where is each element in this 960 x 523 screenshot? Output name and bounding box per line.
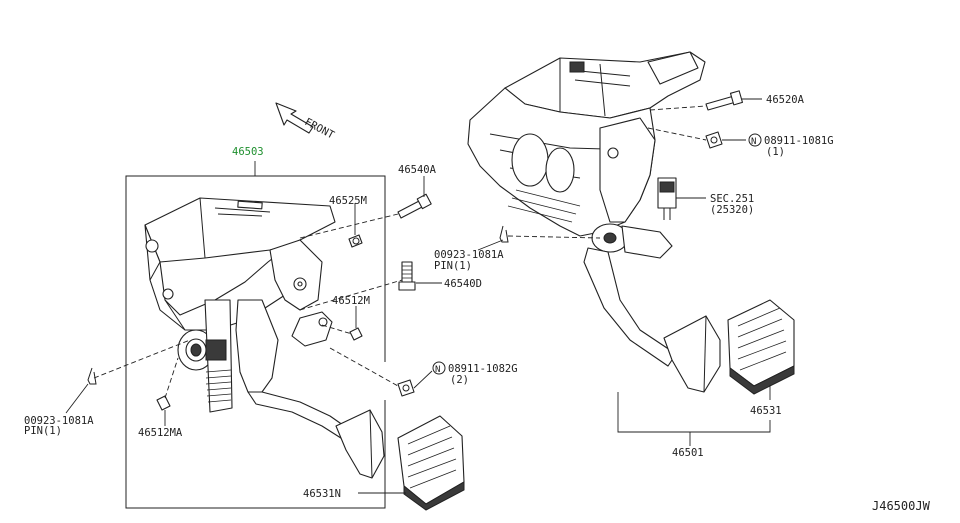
figure-code: J46500JW — [872, 499, 931, 513]
nut-08911-1081G — [705, 131, 723, 149]
label-sec-251: SEC.251 — [710, 193, 754, 205]
bolt-46540A — [397, 193, 432, 219]
front-label: FRONT — [303, 116, 337, 142]
label-08911-1082G-qty: (2) — [450, 374, 469, 386]
label-sec-251-sub: (25320) — [710, 204, 754, 216]
label-00923-1081A-left: 00923-1081A — [24, 415, 94, 427]
label-08911-1081G: 08911-1081G — [764, 135, 834, 147]
circle-n-badge-left: N — [432, 361, 446, 375]
leaders-right — [477, 98, 771, 446]
label-00923-1081A-right: 00923-1081A — [434, 249, 504, 261]
assembly-46503-frame — [125, 161, 386, 509]
nut-08911-1082G — [397, 379, 415, 397]
clip-46512M — [349, 327, 363, 341]
svg-text:N: N — [751, 137, 756, 147]
front-arrow-icon — [275, 102, 314, 134]
label-46503: 46503 — [232, 146, 264, 158]
label-pin-left: PIN(1) — [24, 425, 62, 437]
label-46540A: 46540A — [398, 164, 437, 176]
label-46512MA: 46512MA — [138, 427, 183, 439]
pin-right — [499, 225, 509, 243]
label-46540D: 46540D — [444, 278, 482, 290]
clip-46512MA — [156, 395, 171, 411]
label-pin-right: PIN(1) — [434, 260, 472, 272]
label-08911-1082G: 08911-1082G — [448, 363, 518, 375]
pedal-assembly-right — [467, 51, 795, 395]
nut-46525M — [348, 234, 363, 248]
leaders-left — [65, 176, 442, 494]
label-46531: 46531 — [750, 405, 782, 417]
label-46525M: 46525M — [329, 195, 367, 207]
stud-46540D — [398, 261, 416, 291]
label-46520A: 46520A — [766, 94, 805, 106]
circle-n-badge-right: N — [748, 133, 762, 147]
label-46512M: 46512M — [332, 295, 370, 307]
label-08911-1081G-qty: (1) — [766, 146, 785, 158]
dashed-connectors-left — [93, 213, 403, 399]
label-46501: 46501 — [672, 447, 704, 459]
svg-text:N: N — [435, 365, 440, 375]
pedal-assembly-left — [144, 197, 465, 511]
pin-left — [87, 367, 97, 385]
label-46531N: 46531N — [303, 488, 341, 500]
bolt-46520A — [705, 90, 744, 111]
dashed-connectors-right — [507, 105, 707, 239]
